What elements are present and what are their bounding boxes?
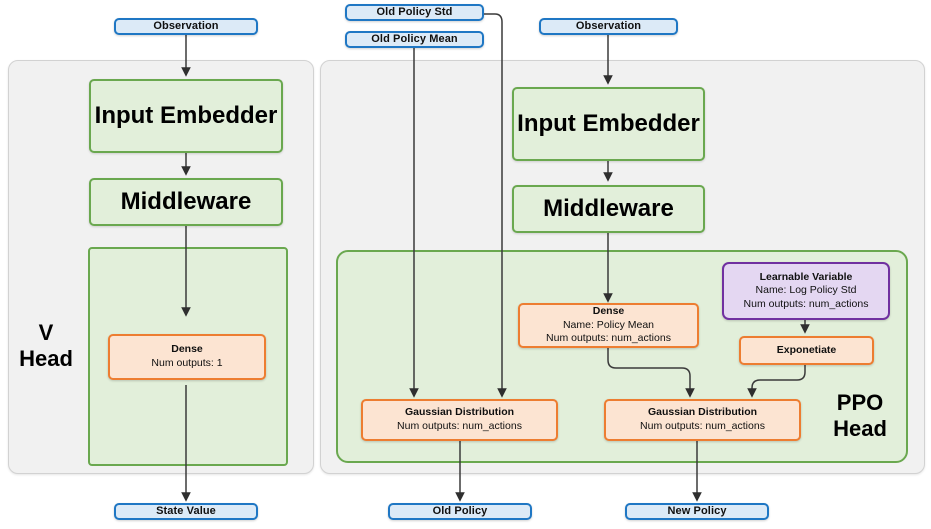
exponetiate-title: Exponetiate xyxy=(776,343,837,356)
learnable-variable-title: Learnable Variable xyxy=(759,270,853,283)
old-policy-std-input[interactable]: Old Policy Std xyxy=(345,4,484,21)
gaussian-old-num-outputs: Num outputs: num_actions xyxy=(397,419,522,432)
ppo-head-label-line2: Head xyxy=(833,415,887,441)
ppo-head-label: PPO Head xyxy=(818,390,902,441)
observation-input-left[interactable]: Observation xyxy=(114,18,258,35)
old-policy-mean-input[interactable]: Old Policy Mean xyxy=(345,31,484,48)
v-head-label-line2: Head xyxy=(19,345,73,371)
input-embedder-block-right[interactable]: Input Embedder xyxy=(512,87,705,161)
gaussian-distribution-new-block[interactable]: Gaussian Distribution Num outputs: num_a… xyxy=(604,399,801,441)
middleware-right-label: Middleware xyxy=(543,194,674,222)
middleware-block-right[interactable]: Middleware xyxy=(512,185,705,233)
dense-policy-mean-num-outputs: Num outputs: num_actions xyxy=(546,332,671,345)
old-policy-output-label: Old Policy xyxy=(432,505,488,518)
gaussian-old-title: Gaussian Distribution xyxy=(404,406,515,419)
state-value-label: State Value xyxy=(156,505,216,518)
observation-left-label: Observation xyxy=(153,20,219,33)
dense-policy-mean-title: Dense xyxy=(592,305,625,318)
new-policy-output[interactable]: New Policy xyxy=(625,503,769,520)
v-head-label: V Head xyxy=(10,320,82,371)
dense-policy-mean-name: Name: Policy Mean xyxy=(562,318,655,331)
state-value-output[interactable]: State Value xyxy=(114,503,258,520)
exponetiate-block[interactable]: Exponetiate xyxy=(739,336,874,365)
dense-v-title: Dense xyxy=(171,343,203,356)
dense-block-v-head[interactable]: Dense Num outputs: 1 xyxy=(108,334,266,380)
learnable-variable-name: Name: Log Policy Std xyxy=(755,284,857,297)
old-policy-mean-label: Old Policy Mean xyxy=(371,33,458,46)
gaussian-new-title: Gaussian Distribution xyxy=(647,406,758,419)
ppo-head-label-line1: PPO xyxy=(836,390,884,415)
dense-policy-mean-block[interactable]: Dense Name: Policy Mean Num outputs: num… xyxy=(518,303,699,348)
new-policy-output-label: New Policy xyxy=(667,505,727,518)
learnable-variable-num-outputs: Num outputs: num_actions xyxy=(743,297,869,310)
observation-right-label: Observation xyxy=(575,20,642,33)
old-policy-std-label: Old Policy Std xyxy=(376,6,453,19)
gaussian-new-num-outputs: Num outputs: num_actions xyxy=(640,419,765,432)
v-head-label-line1: V xyxy=(38,320,54,345)
input-embedder-right-label: Input Embedder xyxy=(517,109,700,137)
input-embedder-block-left[interactable]: Input Embedder xyxy=(89,79,283,153)
input-embedder-left-label: Input Embedder xyxy=(94,101,278,129)
middleware-left-label: Middleware xyxy=(120,187,252,215)
old-policy-output[interactable]: Old Policy xyxy=(388,503,532,520)
middleware-block-left[interactable]: Middleware xyxy=(89,178,283,226)
dense-v-num-outputs: Num outputs: 1 xyxy=(151,356,223,369)
observation-input-right[interactable]: Observation xyxy=(539,18,678,35)
learnable-variable-block[interactable]: Learnable Variable Name: Log Policy Std … xyxy=(722,262,890,320)
gaussian-distribution-old-block[interactable]: Gaussian Distribution Num outputs: num_a… xyxy=(361,399,558,441)
